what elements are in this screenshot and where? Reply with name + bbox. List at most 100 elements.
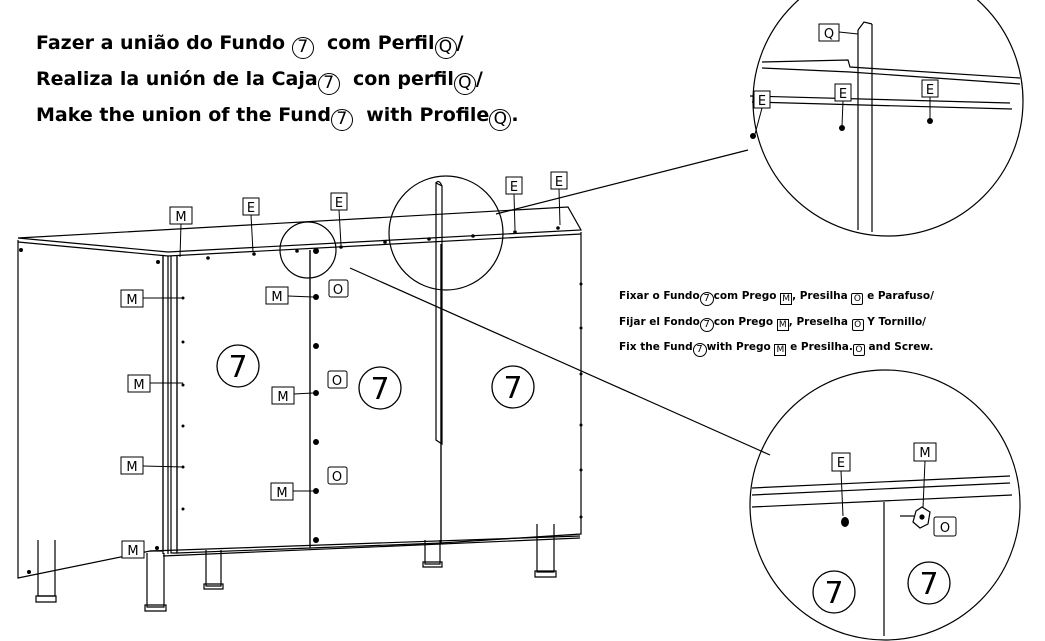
screw-label: E <box>831 452 851 517</box>
magnified-view-bottom <box>749 369 1021 641</box>
title-text: / <box>475 68 483 90</box>
svg-text:O: O <box>333 283 343 298</box>
title-text: Realiza la unión de la Caja <box>36 68 318 90</box>
nail-label: M <box>121 540 145 559</box>
panel-number-badges: 7 7 7 7 7 <box>216 344 951 614</box>
clip-ref-badge: O <box>851 293 864 305</box>
clip-label: O <box>327 466 348 485</box>
profile-ref-badge: Q <box>489 109 512 131</box>
nail-label: M <box>265 286 314 305</box>
svg-text:7: 7 <box>370 372 389 407</box>
clip-label: O <box>327 370 348 389</box>
label-boxes: E E E E M <box>120 23 957 559</box>
foot-mid <box>205 550 222 587</box>
svg-text:M: M <box>127 544 138 559</box>
title-text: . <box>511 104 519 126</box>
detail-circle-large <box>388 175 504 291</box>
nail-label: M <box>120 289 183 308</box>
nail-label: M <box>271 386 314 405</box>
instruction-text: Fixar o Fundo <box>619 290 700 302</box>
nail-label: M <box>270 482 313 501</box>
title-text: con perfil <box>352 68 454 90</box>
title-text: / <box>456 32 464 54</box>
svg-text:M: M <box>126 460 137 475</box>
nail-ref-badge: M <box>776 319 789 331</box>
clip-label: O <box>933 516 957 537</box>
profile-ref-badge: Q <box>453 73 476 95</box>
svg-text:E: E <box>247 201 255 216</box>
svg-text:7: 7 <box>919 567 938 602</box>
instruction-text: Y Tornillo/ <box>867 316 927 328</box>
svg-text:7: 7 <box>228 350 247 385</box>
instruction-text: e Parafuso/ <box>867 290 934 302</box>
clip-ref-badge: O <box>852 344 865 356</box>
cabinet-top-edge <box>17 206 582 253</box>
svg-text:E: E <box>335 196 343 211</box>
foot-right <box>536 524 555 573</box>
panel-number-badge: 7 <box>491 365 535 409</box>
nail-ref-badge: M <box>774 344 787 356</box>
screw-label: E <box>550 171 568 226</box>
part-number-badge: 7 <box>291 37 314 59</box>
svg-text:M: M <box>126 293 137 308</box>
profile-ref-badge: Q <box>434 37 457 59</box>
svg-text:E: E <box>926 83 934 98</box>
svg-text:E: E <box>758 94 766 109</box>
panel-number-badge: 7 <box>812 570 856 614</box>
title-text: with Profile <box>366 104 490 126</box>
instruction-text: and Screw. <box>868 341 934 353</box>
instruction-text: , Preselha <box>788 316 848 328</box>
instruction-text: , Presilha <box>792 290 848 302</box>
clip-detail-shape <box>912 506 931 529</box>
svg-text:E: E <box>555 175 563 190</box>
foot-mid-right <box>424 540 441 565</box>
svg-text:M: M <box>133 378 144 393</box>
part-number-badge: 7 <box>699 292 714 306</box>
svg-text:M: M <box>276 486 287 501</box>
panel-number-badge: 7 <box>907 561 951 605</box>
nail-label: M <box>169 206 193 258</box>
part-number-badge: 7 <box>317 73 340 95</box>
clip-ref-badge: O <box>851 319 864 331</box>
svg-text:M: M <box>175 210 186 225</box>
svg-text:M: M <box>271 290 282 305</box>
fastener-dots <box>19 118 933 574</box>
screw-label: E <box>330 192 348 246</box>
screw-label: E <box>242 197 260 253</box>
title-text: Fazer a união do Fundo <box>36 32 286 54</box>
instruction-text: Fijar el Fondo <box>619 316 700 328</box>
svg-text:E: E <box>839 87 847 102</box>
magnified-view-top <box>752 0 1024 237</box>
instruction-text: Fix the Fund <box>619 341 693 353</box>
foot-left <box>37 540 56 597</box>
part-number-badge: 7 <box>699 318 714 332</box>
detail-circle-small <box>279 221 337 279</box>
svg-text:O: O <box>940 521 950 536</box>
instruction-text: with Prego <box>706 341 771 353</box>
clip-label: O <box>328 279 349 298</box>
screw-label: E <box>834 83 852 127</box>
nail-label: M <box>120 456 184 475</box>
nail-label: M <box>913 442 937 509</box>
instruction-text: con Prego <box>713 316 774 328</box>
panel-number-badge: 7 <box>358 366 402 410</box>
profile-label: Q <box>818 23 859 42</box>
title-text: Make the union of the Fund <box>36 104 331 126</box>
svg-text:E: E <box>837 456 845 471</box>
screw-label: E <box>921 79 939 119</box>
instruction-text: com Prego <box>713 290 777 302</box>
instruction-text: e Presilha. <box>790 341 853 353</box>
svg-text:Q: Q <box>824 27 834 42</box>
nail-ref-badge: M <box>780 293 793 305</box>
svg-text:7: 7 <box>824 576 843 611</box>
svg-text:E: E <box>510 180 518 195</box>
part-number-badge: 7 <box>330 109 353 131</box>
panel-number-badge: 7 <box>216 344 260 388</box>
